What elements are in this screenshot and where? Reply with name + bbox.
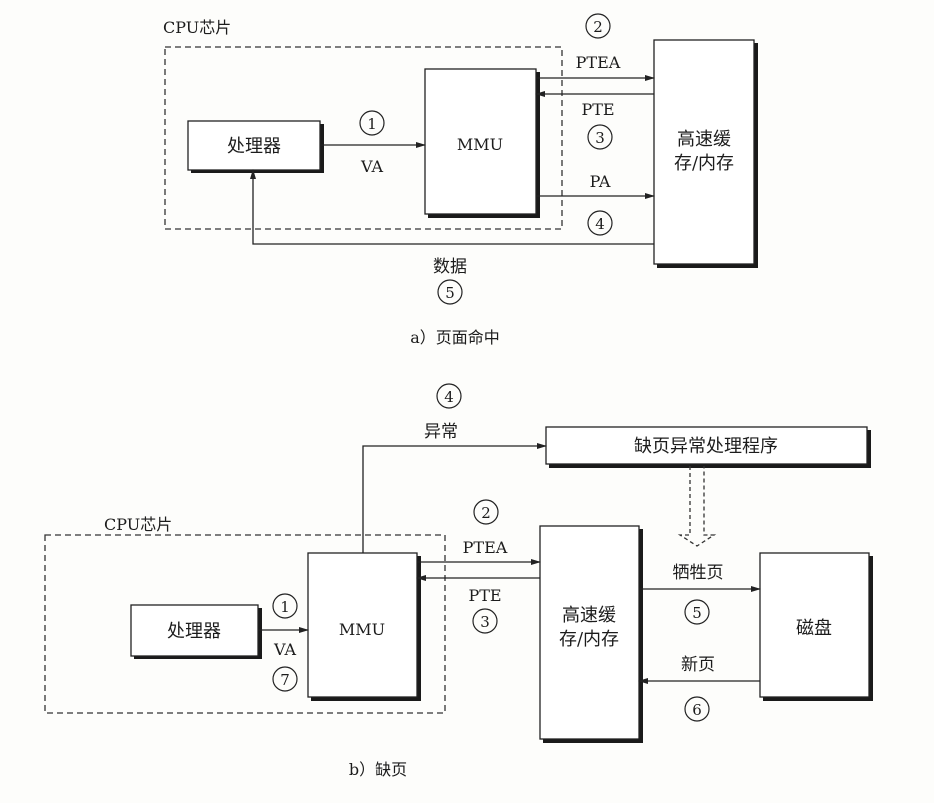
victim-page-label: 牺牲页	[673, 563, 724, 583]
diagram-page-fault: CPU芯片 处理器 MMU 高速缓 存/内存 磁盘	[44, 383, 873, 779]
ptea-label: PTEA	[576, 53, 621, 72]
step-2-number: 2	[481, 504, 491, 522]
step-2-marker	[473, 499, 499, 525]
step-5-marker	[437, 279, 463, 305]
ptea-label: PTEA	[463, 538, 508, 557]
mmu-box: MMU	[307, 552, 421, 701]
page-fault-handler-box: 缺页异常处理程序	[545, 426, 871, 468]
mmu-label: MMU	[339, 620, 385, 639]
cache-label-line2: 存/内存	[674, 153, 734, 174]
va-label: VA	[360, 157, 383, 176]
data-arrow	[250, 169, 654, 245]
step-4-number: 4	[444, 388, 454, 406]
cache-label-line1: 高速缓	[677, 129, 731, 150]
cpu-chip-label: CPU芯片	[163, 18, 231, 37]
caption-page-fault: b）缺页	[349, 760, 407, 779]
exception-label: 异常	[424, 422, 458, 442]
disk-box: 磁盘	[759, 552, 873, 701]
step-5-marker	[684, 599, 710, 625]
step-2-marker	[585, 13, 611, 39]
pa-label: PA	[590, 172, 611, 191]
mmu-label: MMU	[457, 135, 503, 154]
disk-label: 磁盘	[796, 618, 832, 639]
step-7-marker	[272, 666, 298, 692]
cache-label-line1: 高速缓	[562, 605, 616, 626]
pte-label: PTE	[468, 586, 501, 605]
step-1-marker	[272, 593, 298, 619]
step-1-number: 1	[367, 115, 377, 133]
step-5-number: 5	[692, 604, 702, 622]
step-3-marker	[587, 124, 613, 150]
step-7-number: 7	[280, 671, 290, 689]
step-4-marker	[436, 383, 462, 409]
cpu-chip-boundary	[44, 534, 446, 714]
processor-box: 处理器	[187, 120, 324, 173]
handler-label: 缺页异常处理程序	[634, 436, 778, 457]
cache-memory-box: 高速缓 存/内存	[539, 525, 643, 743]
cache-memory-box: 高速缓 存/内存	[653, 39, 758, 268]
va-label: VA	[273, 640, 296, 659]
handler-to-memory-dashed-arrow	[677, 466, 717, 547]
step-1-number: 1	[280, 598, 290, 616]
processor-box: 处理器	[130, 604, 262, 659]
processor-label: 处理器	[167, 621, 221, 642]
step-5-number: 5	[445, 284, 455, 302]
new-page-label: 新页	[681, 655, 715, 675]
step-4-marker	[587, 210, 613, 236]
step-6-marker	[684, 696, 710, 722]
mmu-box: MMU	[424, 68, 540, 218]
pte-label: PTE	[581, 100, 614, 119]
step-6-number: 6	[692, 701, 702, 719]
diagram-page-hit: CPU芯片 处理器 MMU 高速缓 存/内存 1 VA	[163, 13, 758, 347]
step-3-number: 3	[480, 613, 490, 631]
data-label: 数据	[433, 257, 467, 277]
step-3-number: 3	[595, 129, 605, 147]
step-4-number: 4	[595, 215, 605, 233]
exception-arrow	[362, 443, 547, 553]
step-1-marker	[359, 110, 385, 136]
cpu-chip-label: CPU芯片	[104, 515, 172, 534]
step-2-number: 2	[593, 18, 603, 36]
cache-label-line2: 存/内存	[559, 629, 619, 650]
caption-page-hit: a）页面命中	[410, 328, 500, 347]
step-3-marker	[472, 608, 498, 634]
processor-label: 处理器	[227, 136, 281, 157]
